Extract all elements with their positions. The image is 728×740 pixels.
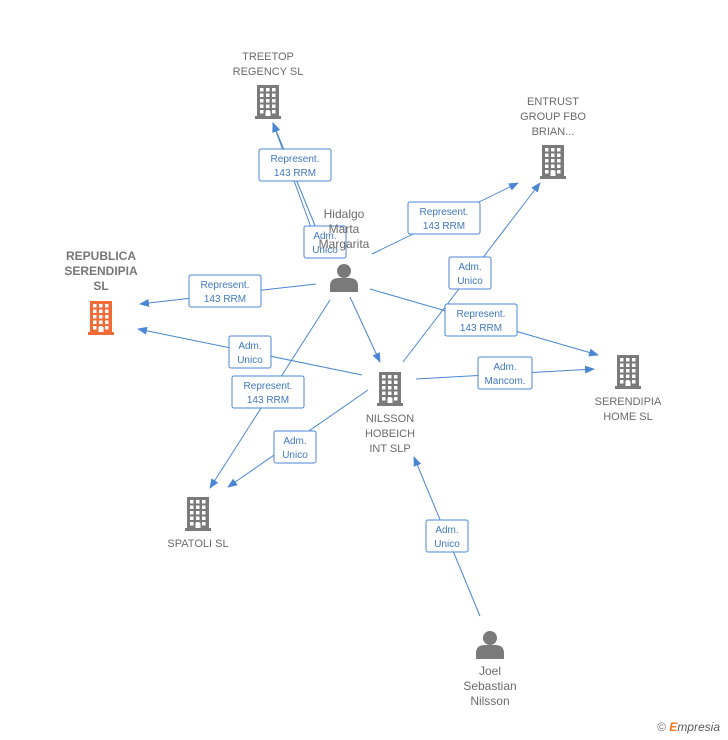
edge-label-line: 143 RRM <box>274 168 316 179</box>
edge-label-box <box>477 356 533 390</box>
node-label-line: Margarita <box>319 237 370 251</box>
edge-label-box <box>273 430 317 464</box>
edge-hidalgo-nilsson_int <box>349 296 381 363</box>
node-label-line: INT SLP <box>369 443 410 455</box>
person-icon <box>476 631 504 659</box>
node-label-line: Sebastian <box>463 679 516 693</box>
building-icon <box>377 372 403 406</box>
brand-name: mpresia <box>677 720 720 734</box>
edge-label-line: Adm. <box>458 262 481 273</box>
edge-label-7[interactable]: Adm. Unico <box>448 256 492 290</box>
edge-label-line: Unico <box>312 245 338 256</box>
building-icon <box>255 85 281 119</box>
edge-label-1[interactable]: Adm. Unico <box>303 225 347 259</box>
edge-label-line: Represent. <box>457 309 506 320</box>
edge-label-line: Represent. <box>271 154 320 165</box>
node-label-line: REGENCY SL <box>233 66 304 78</box>
edge-label-10[interactable]: Adm. Unico <box>273 430 317 464</box>
node-label-line: SERENDIPIA <box>595 396 662 408</box>
edge-label-line: Adm. <box>435 525 458 536</box>
node-label-line: BRIAN... <box>532 126 575 138</box>
edge-label-2[interactable]: Represent. 143 RRM <box>407 201 481 235</box>
edge-label-line: 143 RRM <box>423 221 465 232</box>
edge-label-line: Adm. <box>283 436 306 447</box>
edge-label-line: 143 RRM <box>460 323 502 334</box>
node-label-line: HOBEICH <box>365 428 415 440</box>
edge-label-0[interactable]: Represent. 143 RRM <box>258 148 332 182</box>
edge-label-box <box>228 335 272 369</box>
edge-label-line: Unico <box>434 539 460 550</box>
edge-label-line: 143 RRM <box>204 294 246 305</box>
edge-label-box <box>231 375 305 409</box>
node-label-line: NILSSON <box>366 413 414 425</box>
edge-label-box <box>444 303 518 337</box>
node-label-line: SPATOLI SL <box>167 538 228 550</box>
node-nilsson_int[interactable]: NILSSON HOBEICH INT SLP <box>365 372 415 455</box>
edge-label-line: Adm. <box>313 231 336 242</box>
edge-label-11[interactable]: Adm. Unico <box>425 519 469 553</box>
node-label-line: Hidalgo <box>324 207 365 221</box>
building-icon <box>88 301 114 335</box>
edge-label-box <box>425 519 469 553</box>
node-label-line: TREETOP <box>242 51 294 63</box>
nodes-layer: TREETOP REGENCY SL ENTRUST GROUP FBO BRIAN..… <box>64 51 662 708</box>
edge-label-line: Adm. <box>493 362 516 373</box>
edge-label-5[interactable]: Represent. 143 RRM <box>231 375 305 409</box>
node-spatoli[interactable]: SPATOLI SL <box>167 497 229 550</box>
node-label-line: Nilsson <box>470 694 509 708</box>
brand-logo[interactable]: Empresia <box>669 720 720 734</box>
edge-label-line: Unico <box>237 355 263 366</box>
brand-initial: E <box>669 720 678 734</box>
edge-label-box <box>448 256 492 290</box>
node-label-line: HOME SL <box>603 411 653 423</box>
edge-label-line: Unico <box>457 276 483 287</box>
node-label-line: ENTRUST <box>527 96 579 108</box>
edge-label-9[interactable]: Adm. Mancom. <box>477 356 533 390</box>
edge-label-line: Represent. <box>201 280 250 291</box>
node-label-line: GROUP FBO <box>520 111 586 123</box>
edge-label-line: Represent. <box>244 381 293 392</box>
building-icon <box>185 497 211 531</box>
edge-label-line: Represent. <box>420 207 469 218</box>
person-icon <box>330 264 358 292</box>
edge-label-line: Unico <box>282 450 308 461</box>
edge-label-box <box>303 225 347 259</box>
copyright-symbol: © <box>657 720 666 734</box>
node-treetop[interactable]: TREETOP REGENCY SL <box>233 51 304 119</box>
edge-label-line: Mancom. <box>484 376 525 387</box>
edge-label-line: Adm. <box>238 341 261 352</box>
edge-labels-layer: Represent.143 RRMAdm.UnicoRepresent.143 … <box>188 148 533 553</box>
edge-label-4[interactable]: Represent. 143 RRM <box>444 303 518 337</box>
edge-label-line: 143 RRM <box>247 395 289 406</box>
building-icon <box>615 355 641 389</box>
node-label-line: REPUBLICA <box>66 249 136 263</box>
node-label-line: Marta <box>329 222 360 236</box>
node-label-line: Joel <box>479 664 501 678</box>
building-icon <box>540 145 566 179</box>
edge-label-8[interactable]: Adm. Unico <box>228 335 272 369</box>
edge-label-3[interactable]: Represent. 143 RRM <box>188 274 262 308</box>
edge-label-box <box>258 148 332 182</box>
node-label-line: SL <box>93 279 108 293</box>
edge-label-box <box>188 274 262 308</box>
edge-label-box <box>407 201 481 235</box>
copyright-credit[interactable]: © Empresia <box>657 720 720 734</box>
node-label-line: SERENDIPIA <box>64 264 138 278</box>
node-entrust[interactable]: ENTRUST GROUP FBO BRIAN... <box>520 96 586 179</box>
node-serendipia_home[interactable]: SERENDIPIA HOME SL <box>595 355 662 423</box>
